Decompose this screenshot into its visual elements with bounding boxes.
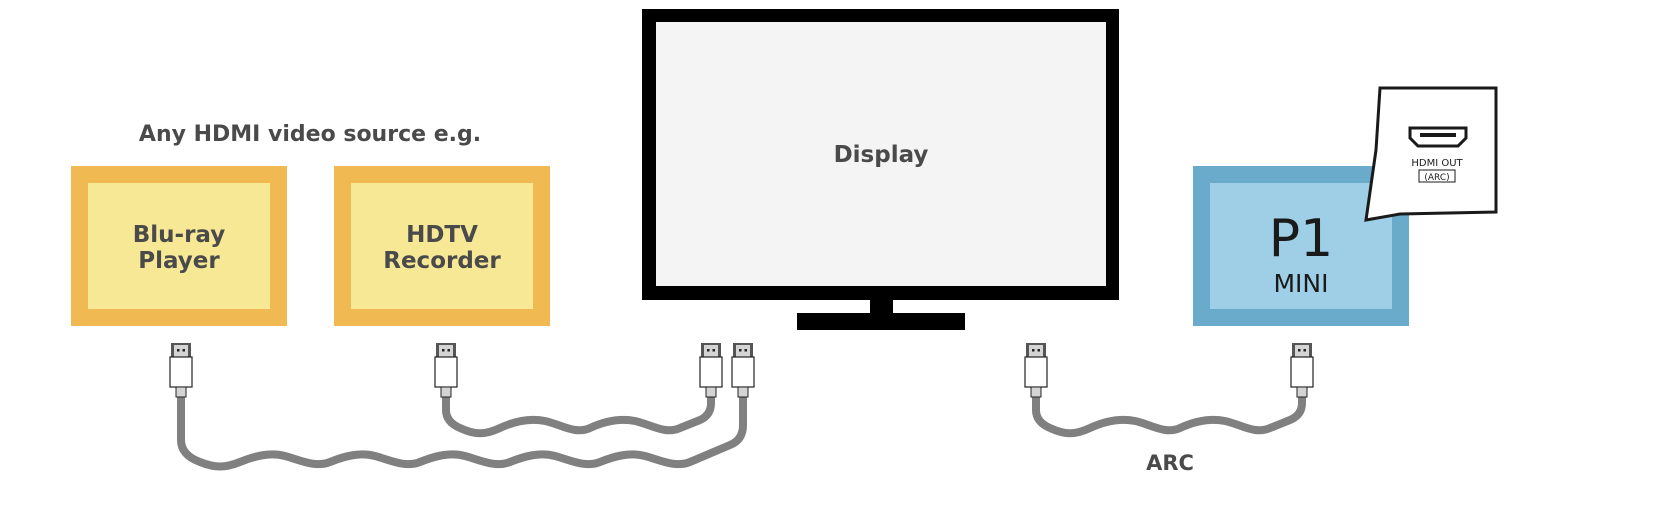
device-name: P1 <box>1269 209 1333 269</box>
hdmi-plug-icon <box>169 342 193 398</box>
cable-arc-display-to-p1 <box>1032 391 1306 438</box>
port-sublabel: (ARC) <box>1424 173 1449 183</box>
display-label: Display <box>834 142 929 168</box>
svg-text:HDTV: HDTV <box>406 222 478 248</box>
hdmi-plug-icon <box>1290 342 1314 398</box>
device-subname: MINI <box>1273 269 1328 298</box>
hdmi-out-callout: HDMI OUT (ARC) <box>1364 86 1498 222</box>
hdmi-plug-icon <box>699 342 723 398</box>
cable-blu-ray-to-display <box>177 391 747 471</box>
arc-cable-label: ARC <box>1146 451 1194 475</box>
source-hdtv-recorder: HDTV Recorder <box>334 166 550 326</box>
svg-text:Recorder: Recorder <box>383 248 501 274</box>
hdmi-cables <box>177 391 1306 471</box>
source-blu-ray-player: Blu-ray Player <box>71 166 287 326</box>
display-tv: Display <box>642 9 1119 330</box>
hdmi-port-icon <box>1408 126 1468 148</box>
port-label: HDMI OUT <box>1411 158 1463 169</box>
svg-text:Blu-ray: Blu-ray <box>133 222 225 248</box>
hdmi-plug-icon <box>731 342 755 398</box>
svg-text:Player: Player <box>138 248 220 274</box>
hdmi-plug-icon <box>1024 342 1048 398</box>
hdmi-plug-icon <box>434 342 458 398</box>
sources-caption: Any HDMI video source e.g. <box>139 122 481 147</box>
cable-recorder-to-display <box>442 391 715 438</box>
